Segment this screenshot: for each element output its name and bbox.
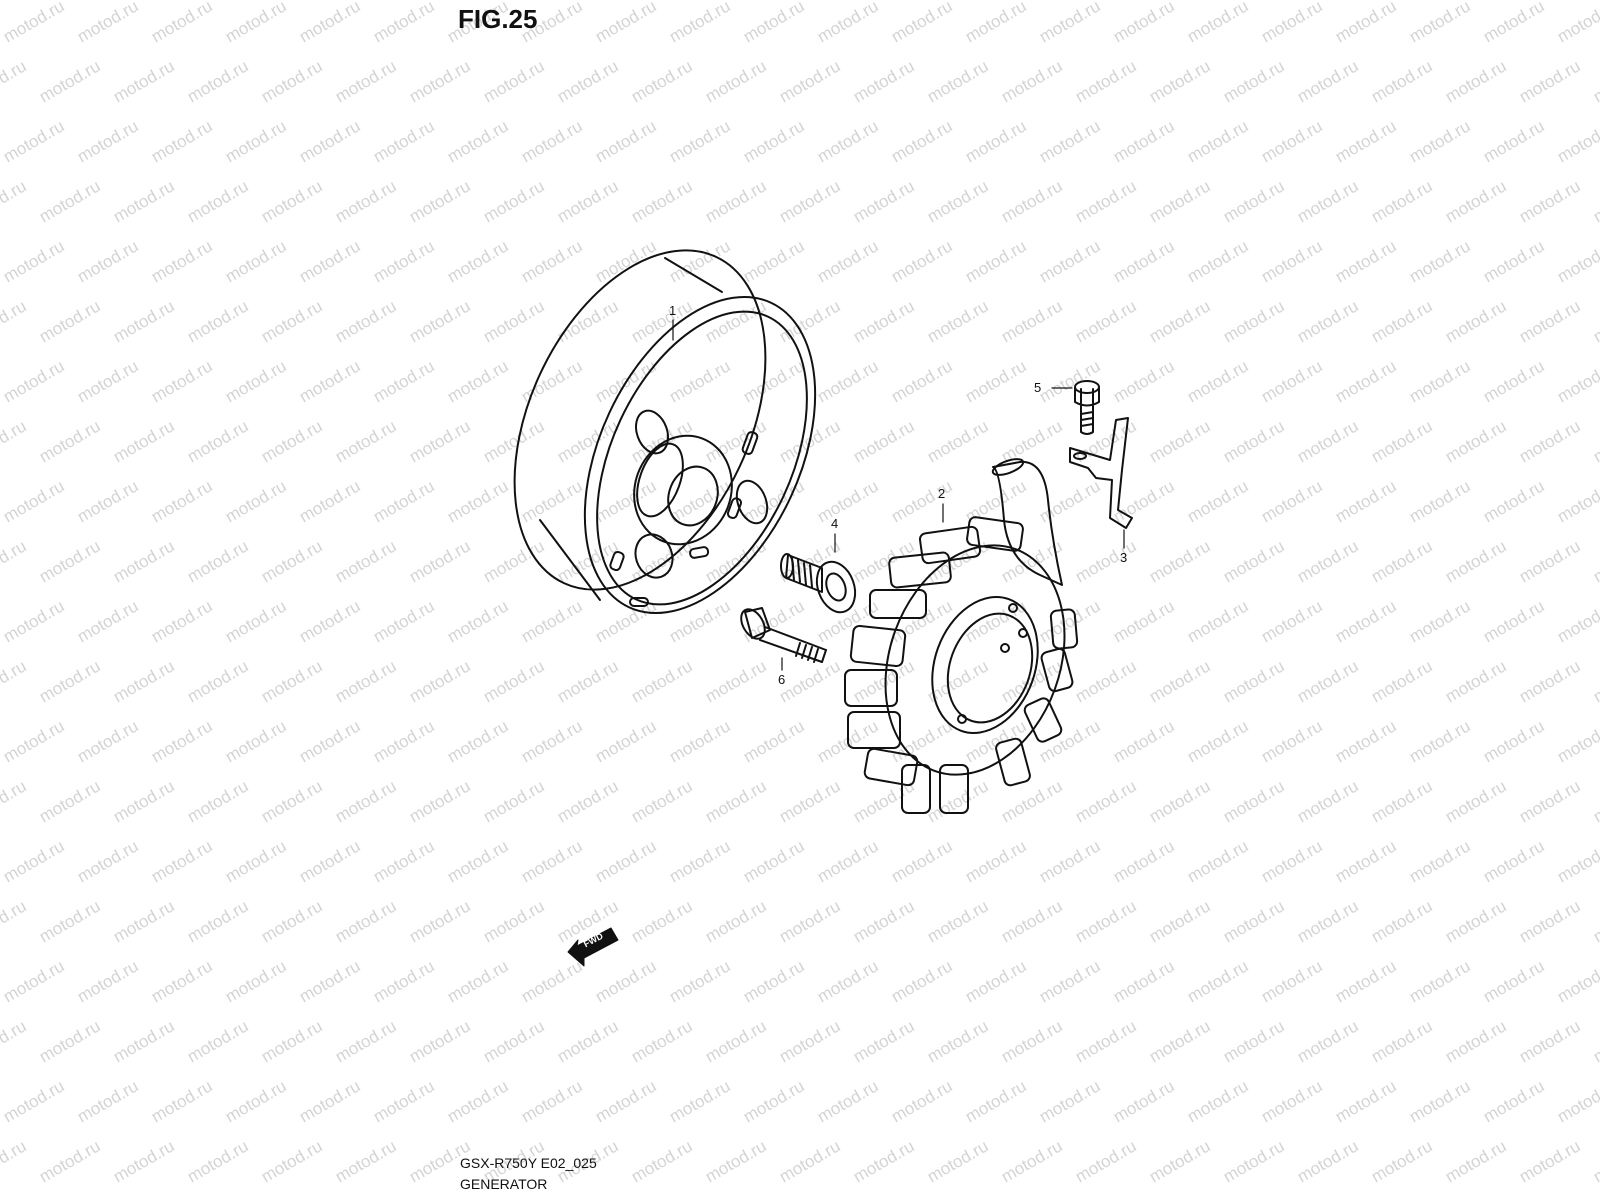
model-code: GSX-R750Y E02_025 bbox=[460, 1155, 597, 1171]
callout-2: 2 bbox=[938, 486, 946, 501]
section-name: GENERATOR bbox=[460, 1176, 548, 1192]
callout-1: 1 bbox=[669, 303, 677, 318]
callout-5: 5 bbox=[1034, 380, 1042, 395]
callout-4: 4 bbox=[831, 516, 839, 531]
callout-3: 3 bbox=[1120, 550, 1128, 565]
callout-6: 6 bbox=[778, 672, 786, 687]
stator-coil bbox=[844, 458, 1079, 814]
clamp-bolt bbox=[1074, 380, 1100, 435]
fwd-arrow-icon bbox=[567, 927, 619, 967]
wire-clamp bbox=[1069, 417, 1133, 529]
callout-leaders bbox=[672, 319, 1125, 671]
rotor-bolt-washer bbox=[780, 553, 857, 614]
flywheel-rotor bbox=[513, 249, 817, 615]
figure-title: FIG.25 bbox=[458, 4, 538, 34]
stator-bolt bbox=[740, 607, 827, 663]
